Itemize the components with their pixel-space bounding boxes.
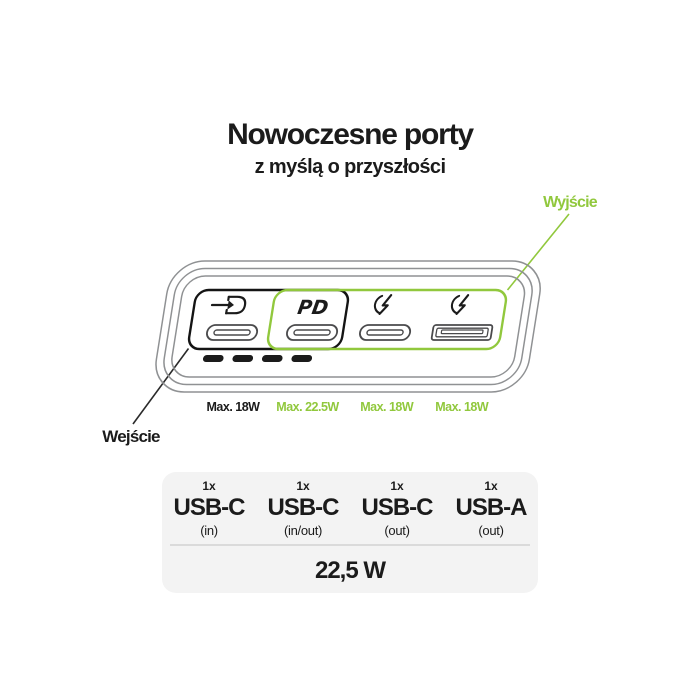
page-title: Nowoczesne porty xyxy=(227,118,474,151)
port-max-power-label: Max. 18W xyxy=(360,400,414,414)
port-max-power-label: Max. 18W xyxy=(435,400,489,414)
page-subtitle: z myślą o przyszłości xyxy=(254,156,446,178)
usb-a-port xyxy=(430,324,494,341)
spec-card: 1x USB-C (in) 1x USB-C (in/out) 1x USB-C… xyxy=(162,472,538,593)
usb-c-port xyxy=(206,324,259,341)
port-quantity: 1x xyxy=(484,479,498,493)
port-type: USB-C xyxy=(361,494,434,521)
input-callout-label: Wejście xyxy=(102,427,160,446)
output-pointer-line xyxy=(506,213,570,291)
input-arrow-icon xyxy=(210,295,247,315)
battery-level-dashes xyxy=(202,355,313,362)
quick-charge-icon xyxy=(373,294,393,315)
powerbank-device: PD xyxy=(155,260,541,393)
usb-c-port xyxy=(286,324,339,341)
card-divider xyxy=(170,544,530,546)
output-callout-label: Wyjście xyxy=(543,194,597,211)
port-mode: (out) xyxy=(384,523,410,538)
port-quantity: 1x xyxy=(296,479,310,493)
port-mode: (in/out) xyxy=(283,523,323,538)
port-quantity: 1x xyxy=(202,479,216,493)
port-type: USB-C xyxy=(173,494,246,521)
quick-charge-icon xyxy=(450,294,470,315)
total-power: 22,5 W xyxy=(314,557,386,584)
port-max-power-label: Max. 22.5W xyxy=(276,400,339,414)
spec-columns: 1x USB-C (in) 1x USB-C (in/out) 1x USB-C… xyxy=(162,472,538,538)
port-mode: (in) xyxy=(200,523,218,538)
input-pointer-line xyxy=(132,348,190,425)
spec-column-usb-a-out: 1x USB-A (out) xyxy=(444,479,538,538)
output-group-box xyxy=(266,288,508,351)
input-group-box xyxy=(187,288,350,351)
usb-c-port xyxy=(359,324,412,341)
port-type: USB-A xyxy=(455,494,528,521)
port-type: USB-C xyxy=(267,494,340,521)
port-quantity: 1x xyxy=(390,479,404,493)
pd-label: PD xyxy=(296,296,330,319)
device-outline xyxy=(155,260,541,393)
spec-column-usb-c-in-out: 1x USB-C (in/out) xyxy=(256,479,350,538)
spec-column-usb-c-out: 1x USB-C (out) xyxy=(350,479,444,538)
port-mode: (out) xyxy=(478,523,504,538)
port-max-power-label: Max. 18W xyxy=(206,400,260,414)
spec-column-usb-c-in: 1x USB-C (in) xyxy=(162,479,256,538)
